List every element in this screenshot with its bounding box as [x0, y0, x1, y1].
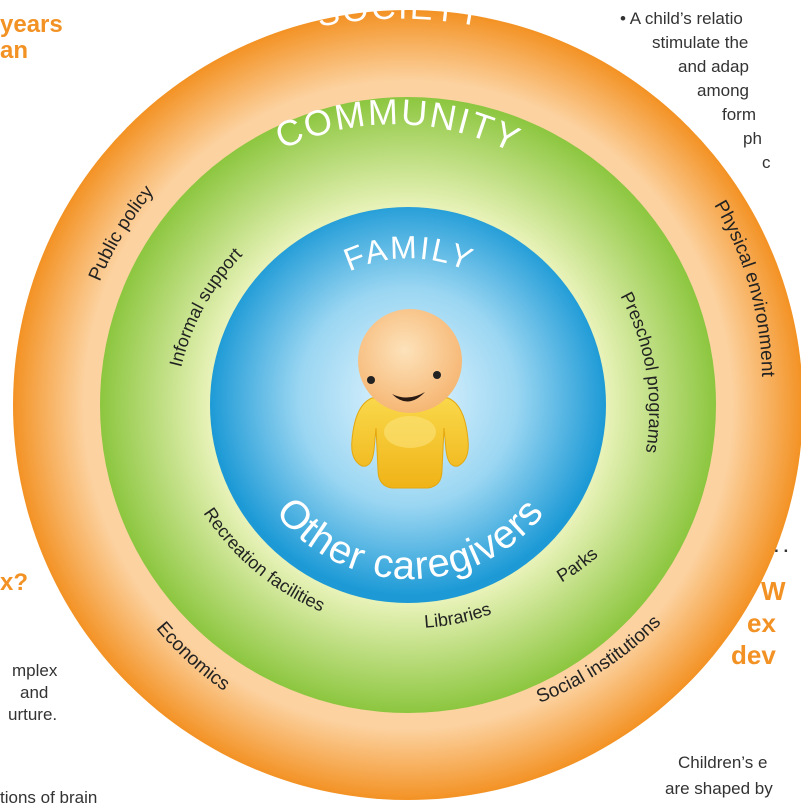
- bullet-line-6: ph: [743, 129, 762, 148]
- child-figure: [351, 309, 469, 489]
- body-line-4: tions of brain: [0, 788, 98, 807]
- right-heading-line-1: W: [761, 576, 786, 606]
- right-heading-line-3: dev: [731, 640, 776, 670]
- right-body-line-1: Children’s e: [678, 753, 768, 772]
- body-line-1: mplex: [12, 661, 58, 680]
- child-head: [358, 309, 462, 413]
- bullet-line-2: stimulate the: [652, 33, 749, 52]
- child-suit: [351, 397, 469, 489]
- child-right-eye: [433, 371, 441, 379]
- body-fragment-left: mplex and urture.: [0, 660, 57, 726]
- child-left-eye: [367, 376, 375, 384]
- question-fragment-left: x?: [0, 570, 28, 596]
- bullet-line-3: and adap: [678, 57, 749, 76]
- body-fragment-left-bottom: tions of brain: [0, 787, 97, 809]
- bullet-line-1: • A child’s relatio: [620, 9, 743, 28]
- bullet-line-5: form: [722, 105, 756, 124]
- question-text: x?: [0, 569, 29, 596]
- heading-line-2: an: [0, 37, 29, 64]
- body-line-2: and: [20, 683, 49, 702]
- right-body-line-2: are shaped by: [665, 779, 773, 798]
- heading-fragment-top-left: years an: [0, 12, 63, 64]
- child-mouth: [392, 392, 425, 402]
- bullet-line-4: among: [697, 81, 749, 100]
- right-heading-line-2: ex: [747, 608, 776, 638]
- heading-line-1: years: [0, 11, 63, 38]
- bullet-line-7: c: [762, 153, 771, 172]
- body-line-3: urture.: [8, 705, 58, 724]
